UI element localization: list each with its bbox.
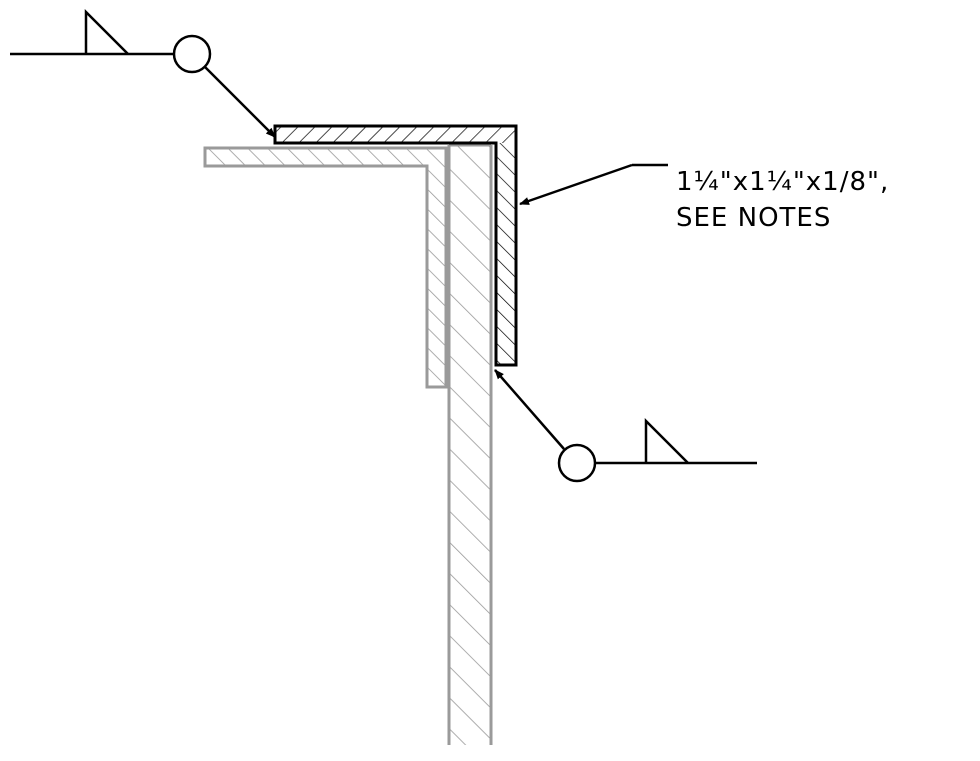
callout-size-text: 1¼"x1¼"x1/8", xyxy=(676,167,889,197)
callout-leader xyxy=(519,163,668,206)
existing-wall-plate xyxy=(447,143,493,745)
weld-symbol-top xyxy=(10,8,276,138)
weld-all-around-circle xyxy=(557,443,597,483)
weld-leader-arrow xyxy=(494,369,565,450)
weld-leader-arrow xyxy=(204,66,276,138)
weld-symbol-bottom xyxy=(494,369,757,483)
weld-all-around-circle xyxy=(172,34,212,74)
new-angle xyxy=(273,124,518,367)
callout-see-notes-text: SEE NOTES xyxy=(676,203,831,233)
existing-angle xyxy=(203,146,448,389)
